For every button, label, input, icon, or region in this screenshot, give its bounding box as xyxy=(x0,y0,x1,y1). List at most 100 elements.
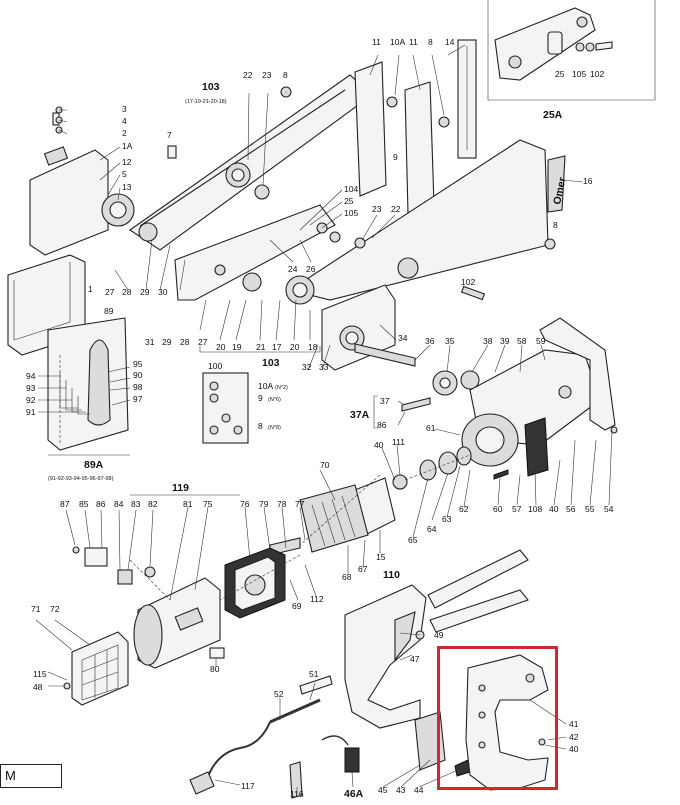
part-label: 19 xyxy=(232,342,242,352)
part-label: 95 xyxy=(133,359,143,369)
part-label: 57 xyxy=(512,504,522,514)
part-label: 108 xyxy=(528,504,542,514)
part-label: 112 xyxy=(310,594,324,604)
part-label: 54 xyxy=(604,504,614,514)
part-label: 100 xyxy=(208,361,222,371)
gear-housing xyxy=(461,317,616,477)
part-label: 102 xyxy=(590,69,604,79)
part-label: 56 xyxy=(566,504,576,514)
part-label: 55 xyxy=(585,504,595,514)
part-label: 46A xyxy=(344,788,364,800)
motor-housing xyxy=(133,577,225,669)
part-label: 34 xyxy=(398,333,408,343)
part-label: 25 xyxy=(555,69,565,79)
part-label: 48 xyxy=(33,682,43,692)
bearing-plate xyxy=(321,284,480,412)
part-label: 33 xyxy=(319,362,329,372)
part-label: 67 xyxy=(358,564,368,574)
part-label: 38 xyxy=(483,336,493,346)
part-label: 4 xyxy=(122,116,127,126)
part-label: 82 xyxy=(148,499,158,509)
part-label: 105 xyxy=(344,208,358,218)
part-label: (91-92-93-94-95-96-97-98) xyxy=(48,476,114,482)
part-label: 77 xyxy=(295,499,305,509)
brush-46a xyxy=(321,735,360,773)
part-label: (N°8) xyxy=(268,425,281,431)
part-label: 81 xyxy=(183,499,193,509)
part-label: 72 xyxy=(50,604,60,614)
wrench-panel-89a xyxy=(47,317,129,451)
stator-76 xyxy=(224,547,286,619)
part-label: 58 xyxy=(517,336,527,346)
brand-label: Omer xyxy=(551,176,568,205)
part-label: 28 xyxy=(122,287,132,297)
part-label: 91 xyxy=(26,407,36,417)
part-label: 31 xyxy=(145,337,155,347)
part-label: 25A xyxy=(543,109,563,121)
part-label: 69 xyxy=(292,601,302,611)
detail-25a-frame xyxy=(487,0,656,101)
part-label: 103 xyxy=(202,81,220,93)
part-label: 97 xyxy=(133,394,143,404)
part-label: 104 xyxy=(344,184,358,194)
part-label: 20 xyxy=(290,342,300,352)
part-label: 61 xyxy=(426,423,436,433)
part-label: 42 xyxy=(569,732,579,742)
part-label: 85 xyxy=(79,499,89,509)
part-label: 87 xyxy=(60,499,70,509)
part-label: 78 xyxy=(277,499,287,509)
part-label: 27 xyxy=(198,337,208,347)
part-label: 32 xyxy=(302,362,312,372)
part-label: 14 xyxy=(445,37,455,47)
part-label: 44 xyxy=(414,785,424,795)
part-label: 98 xyxy=(133,382,143,392)
part-label: 86 xyxy=(377,420,387,430)
part-label: 24 xyxy=(288,264,298,274)
part-label: 115 xyxy=(33,669,47,679)
part-label: 2 xyxy=(122,128,127,138)
part-label: 23 xyxy=(262,70,272,80)
part-label: 51 xyxy=(309,669,319,679)
part-label: 83 xyxy=(131,499,141,509)
part-label: 80 xyxy=(210,664,220,674)
part-label: 9 xyxy=(258,393,263,403)
guard-housing xyxy=(29,112,177,256)
part-label: 12 xyxy=(122,157,132,167)
part-label: 64 xyxy=(427,524,437,534)
part-labels: 103 (17-19-21-20-18) 22 23 8 11 10A 11 8… xyxy=(26,37,614,800)
part-label: 21 xyxy=(256,342,266,352)
end-cap-71 xyxy=(63,631,129,706)
part-label: 3 xyxy=(122,104,127,114)
part-label: 8 xyxy=(428,37,433,47)
part-label: 41 xyxy=(569,719,579,729)
part-label: 28 xyxy=(180,337,190,347)
part-label: (N°6) xyxy=(268,397,281,403)
legend-box: M xyxy=(0,764,62,788)
part-label: 27 xyxy=(105,287,115,297)
part-label: 70 xyxy=(320,460,330,470)
part-label: 71 xyxy=(31,604,41,614)
part-label: 1A xyxy=(122,141,133,151)
part-label: 62 xyxy=(459,504,469,514)
part-label: 13 xyxy=(122,182,132,192)
part-label: 30 xyxy=(158,287,168,297)
part-label: 1 xyxy=(88,284,93,294)
part-label: 11 xyxy=(372,37,381,47)
part-label: 22 xyxy=(243,70,253,80)
part-label: (17-19-21-20-18) xyxy=(185,99,227,105)
handle-frame-110 xyxy=(344,549,529,729)
spanners-card-100 xyxy=(202,372,249,444)
part-label: 43 xyxy=(396,785,406,795)
part-label: 9 xyxy=(393,152,398,162)
part-label: 105 xyxy=(572,69,586,79)
power-cable xyxy=(189,675,333,799)
bearing-rings xyxy=(419,446,509,481)
part-label: 5 xyxy=(122,169,127,179)
part-label: 26 xyxy=(306,264,316,274)
part-label: 103 xyxy=(262,357,280,369)
part-label: 16 xyxy=(583,176,593,186)
part-label: 40 xyxy=(569,744,579,754)
part-label: 94 xyxy=(26,371,36,381)
part-label: 7 xyxy=(167,130,172,140)
part-label: 75 xyxy=(203,499,213,509)
